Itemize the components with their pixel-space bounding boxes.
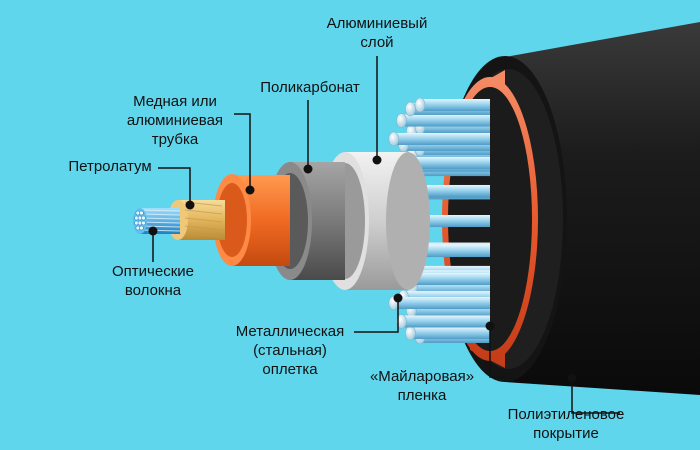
label-polyethylene-line-2: покрытие: [533, 425, 599, 442]
braid-wire-end: [405, 325, 416, 341]
leader-dot-polycarbonate: [303, 164, 313, 174]
braid-wire-end: [405, 101, 416, 117]
label-steel-braid-line-1: Металлическая: [235, 323, 345, 340]
leader-lines: [152, 56, 620, 414]
label-petrolatum-line-1: Петролатум: [68, 158, 152, 175]
label-polyethylene: Полиэтиленовое покрытие: [496, 405, 636, 443]
leader-dot-petrolatum: [185, 200, 195, 210]
braid-wire: [401, 114, 490, 127]
braid-wire-end: [414, 97, 426, 113]
leader-line-steel-braid: [354, 298, 399, 333]
fiber-end: [141, 215, 146, 221]
leader-dots: [148, 155, 577, 383]
fiber-end: [139, 210, 144, 216]
label-optical-fibers: Оптические волокна: [100, 262, 206, 300]
optical-fibers: [133, 208, 181, 234]
braid-wire: [393, 132, 490, 145]
fiber-end: [141, 220, 146, 226]
leader-dot-aluminum: [372, 155, 382, 165]
label-optical-fibers-line-1: Оптические: [112, 263, 194, 280]
fiber-end: [139, 225, 144, 231]
label-copper-tube: Медная или алюминиевая трубка: [116, 92, 234, 149]
braid-wire-end: [396, 113, 407, 128]
braid-wire: [410, 327, 490, 340]
label-mylar-film-line-1: «Майларовая»: [369, 368, 475, 385]
label-aluminum-layer-line-2: слой: [360, 34, 394, 51]
leader-dot-optical-fibers: [148, 226, 158, 236]
braid-wire: [393, 297, 490, 310]
label-mylar-film: «Майларовая» пленка: [366, 367, 478, 405]
leader-line-mylar: [489, 326, 505, 378]
label-polycarbonate: Поликарбонат: [250, 78, 370, 97]
label-aluminum-layer: Алюминиевый слой: [312, 14, 442, 52]
braid-wire-end: [388, 131, 400, 147]
label-steel-braid-line-2: (стальная): [253, 342, 327, 359]
leader-dot-steel-braid: [393, 293, 403, 303]
label-copper-tube-line-3: трубка: [151, 131, 199, 148]
leader-line-petrolatum: [158, 167, 191, 205]
label-steel-braid: Металлическая (стальная) оплетка: [228, 322, 352, 379]
braid-wire: [401, 315, 490, 328]
leader-dot-copper-tube: [245, 185, 255, 195]
label-petrolatum: Петролатум: [60, 157, 160, 176]
leader-dot-polyethylene: [567, 373, 577, 383]
label-polyethylene-line-1: Полиэтиленовое: [507, 406, 625, 423]
braid-wire-end: [396, 314, 407, 329]
braid-wire: [420, 99, 490, 111]
label-optical-fibers-line-2: волокна: [124, 282, 182, 299]
label-steel-braid-line-3: оплетка: [262, 361, 318, 378]
label-aluminum-layer-line-1: Алюминиевый: [326, 15, 428, 32]
leader-dot-mylar: [485, 321, 495, 331]
label-copper-tube-line-2: алюминиевая: [126, 112, 224, 129]
label-copper-tube-line-1: Медная или: [133, 93, 217, 110]
leader-line-copper-tube: [234, 113, 251, 190]
leader-line-polyethylene: [571, 378, 620, 414]
label-polycarbonate-line-1: Поликарбонат: [260, 79, 360, 96]
label-mylar-film-line-2: пленка: [397, 387, 447, 404]
